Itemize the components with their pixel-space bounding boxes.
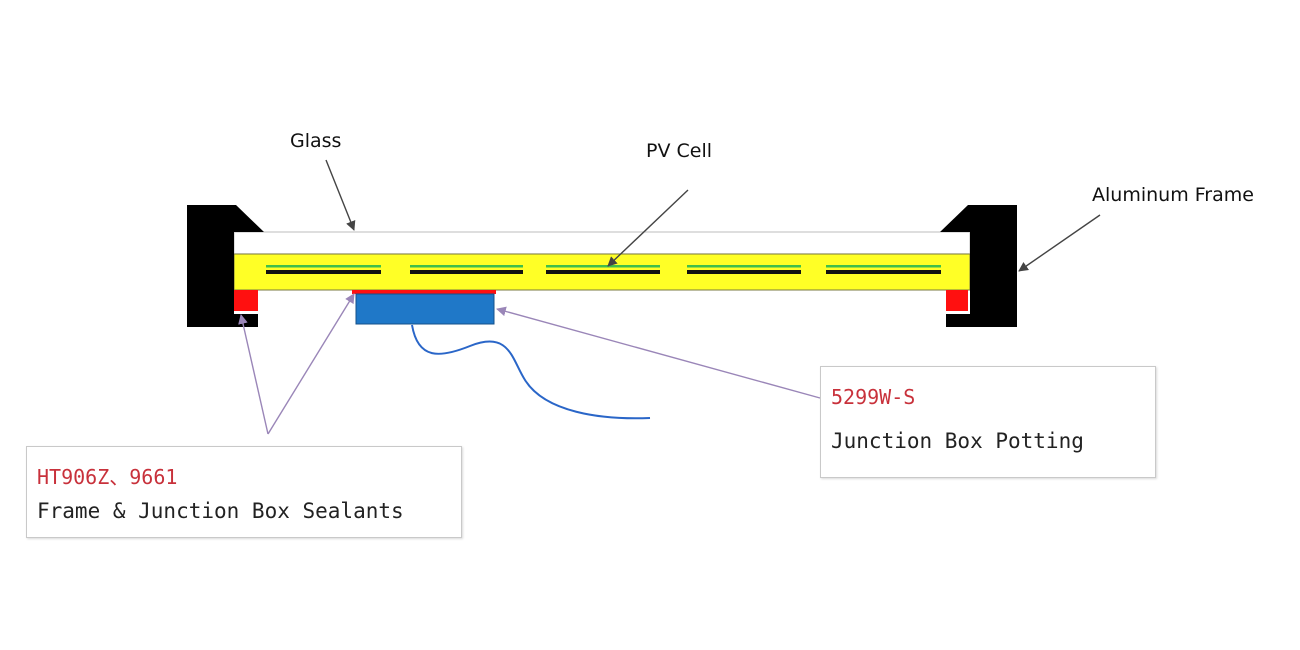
pv-cell-5-line (826, 270, 941, 274)
pv-cell-leader (607, 189, 689, 267)
pv-cell-1 (266, 265, 381, 268)
pv-cell-label: PV Cell (646, 140, 713, 162)
aluminum-frame-left (187, 205, 264, 327)
aluminum-frame-right (940, 205, 1017, 327)
glass-label: Glass (290, 130, 342, 152)
glass-leader (325, 159, 356, 231)
potting-leader (496, 306, 821, 399)
glass-layer (233, 231, 971, 255)
junction-box (355, 293, 495, 325)
pv-cell-2 (410, 265, 523, 268)
junction-box-sealant (352, 290, 496, 294)
frame-sealant-left (234, 290, 258, 311)
sealants-description: Frame & Junction Box Sealants (37, 499, 404, 523)
pv-cell-2-line (410, 270, 523, 274)
pv-cell-5 (826, 265, 941, 268)
potting-description: Junction Box Potting (831, 429, 1084, 453)
potting-code: 5299W-S (831, 385, 916, 409)
pv-cell-4 (687, 265, 801, 268)
aluminum-frame-leader (1018, 214, 1101, 272)
sealant-leader-box (267, 293, 355, 435)
aluminum-frame-label: Aluminum Frame (1092, 184, 1254, 206)
sealants-callout: HT906Z、9661 Frame & Junction Box Sealant… (26, 446, 462, 538)
frame-sealant-right (946, 290, 968, 311)
pv-cell-3-line (546, 270, 660, 274)
sealants-code: HT906Z、9661 (37, 465, 178, 489)
pv-cell-1-line (266, 270, 381, 274)
pv-cell-4-line (687, 270, 801, 274)
pv-cells (266, 265, 941, 274)
pv-cell-3 (546, 265, 660, 268)
sealant-leader-frame (238, 314, 269, 435)
potting-callout: 5299W-S Junction Box Potting (820, 366, 1156, 478)
junction-box-cable (411, 324, 651, 420)
